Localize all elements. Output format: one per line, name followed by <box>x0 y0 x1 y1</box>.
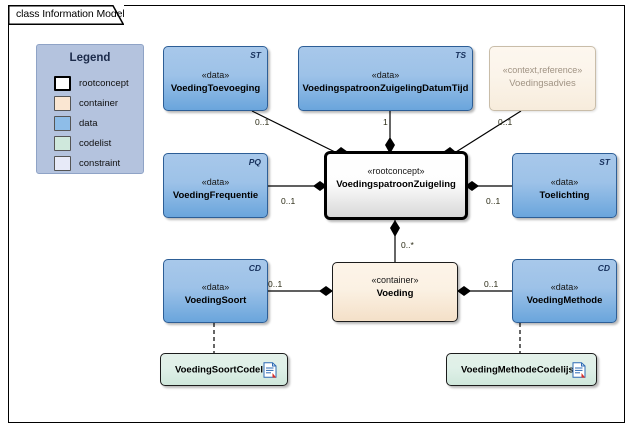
class-voedingsoortcodelijst[interactable]: VoedingSoortCodelijst <box>160 353 288 386</box>
class-voedingsoort[interactable]: CD «data» VoedingSoort <box>163 259 268 323</box>
class-name-voedingmethode: VoedingMethode <box>526 295 603 306</box>
legend-label-container: container <box>79 98 119 109</box>
class-name-datumtijd: VoedingspatroonZuigelingDatumTijd <box>302 83 469 94</box>
class-stereotype-rootconcept: «rootconcept» <box>367 166 425 176</box>
legend-swatch-data <box>54 116 71 131</box>
class-voedingmethodecodelijst[interactable]: VoedingMethodeCodelijst <box>446 353 597 386</box>
class-corner-type-voedingsoort: CD <box>248 263 261 273</box>
class-corner-type-voedingmethode: CD <box>597 263 610 273</box>
legend-swatch-rootconcept <box>54 76 71 91</box>
class-name-voedingspatroonzuigeling: VoedingspatroonZuigeling <box>336 179 456 190</box>
multiplicity-advies: 0..1 <box>498 117 513 127</box>
class-stereotype-voedingfrequentie: «data» <box>201 177 230 187</box>
class-voedingsadvies[interactable]: «context,reference» Voedingsadvies <box>489 46 596 111</box>
class-stereotype-toelichting: «data» <box>550 177 579 187</box>
class-stereotype-voedingtoevoeging: «data» <box>201 70 230 80</box>
multiplicity-soort: 0..1 <box>268 279 283 289</box>
class-stereotype-datumtijd: «data» <box>371 70 400 80</box>
class-voedingfrequentie[interactable]: PQ «data» VoedingFrequentie <box>163 153 268 218</box>
legend-item-constraint: constraint <box>54 155 120 172</box>
class-name-voedingmethodecodelijst: VoedingMethodeCodelijst <box>461 364 577 375</box>
legend-item-codelist: codelist <box>54 135 111 152</box>
legend-label-data: data <box>79 118 98 129</box>
class-stereotype-voedingmethode: «data» <box>550 282 579 292</box>
legend-item-data: data <box>54 115 98 132</box>
multiplicity-frequentie: 0..1 <box>281 196 296 206</box>
legend-swatch-constraint <box>54 156 71 171</box>
legend-title: Legend <box>69 52 111 64</box>
document-icon <box>572 361 586 378</box>
class-corner-type-voedingtoevoeging: ST <box>250 50 261 60</box>
multiplicity-methode: 0..1 <box>484 279 499 289</box>
legend-item-rootconcept: rootconcept <box>54 75 129 92</box>
multiplicity-voeding: 0..* <box>401 240 414 250</box>
class-voedingmethode[interactable]: CD «data» VoedingMethode <box>512 259 617 323</box>
legend-swatch-codelist <box>54 136 71 151</box>
class-corner-type-toelichting: ST <box>599 157 610 167</box>
class-voeding[interactable]: «container» Voeding <box>332 262 458 322</box>
class-voedingspatroonzuigelingdatumtijd[interactable]: TS «data» VoedingspatroonZuigelingDatumT… <box>298 46 473 111</box>
class-name-voeding: Voeding <box>376 288 414 299</box>
document-icon <box>263 361 277 378</box>
class-stereotype-voedingsadvies: «context,reference» <box>502 65 583 75</box>
class-name-voedingtoevoeging: VoedingToevoeging <box>170 83 261 94</box>
class-toelichting[interactable]: ST «data» Toelichting <box>512 153 617 218</box>
legend-panel: Legend rootconcept container data codeli… <box>36 44 144 174</box>
class-corner-type-voedingfrequentie: PQ <box>248 157 261 167</box>
class-name-voedingsoort: VoedingSoort <box>184 295 247 306</box>
diagram-title: class Information Model <box>16 8 125 20</box>
diagram-frame-tab <box>8 5 124 25</box>
multiplicity-datumtijd: 1 <box>383 117 388 127</box>
frame-tab-shape <box>8 5 124 25</box>
class-voedingspatroonzuigeling[interactable]: «rootconcept» VoedingspatroonZuigeling <box>324 151 468 220</box>
class-stereotype-voedingsoort: «data» <box>201 282 230 292</box>
class-name-toelichting: Toelichting <box>539 190 590 201</box>
class-name-voedingfrequentie: VoedingFrequentie <box>172 190 259 201</box>
class-name-voedingsadvies: Voedingsadvies <box>509 78 576 89</box>
legend-label-constraint: constraint <box>79 158 121 169</box>
multiplicity-toevoeging: 0..1 <box>255 117 270 127</box>
multiplicity-toelichting: 0..1 <box>486 196 501 206</box>
class-corner-type-datumtijd: TS <box>455 50 466 60</box>
legend-label-codelist: codelist <box>79 138 112 149</box>
legend-swatch-container <box>54 96 71 111</box>
legend-item-container: container <box>54 95 118 112</box>
diagram-frame <box>8 5 625 423</box>
class-voedingtoevoeging[interactable]: ST «data» VoedingToevoeging <box>163 46 268 111</box>
class-name-voedingsoortcodelijst: VoedingSoortCodelijst <box>175 364 277 375</box>
class-stereotype-voeding: «container» <box>371 275 419 285</box>
legend-label-rootconcept: rootconcept <box>79 78 129 89</box>
